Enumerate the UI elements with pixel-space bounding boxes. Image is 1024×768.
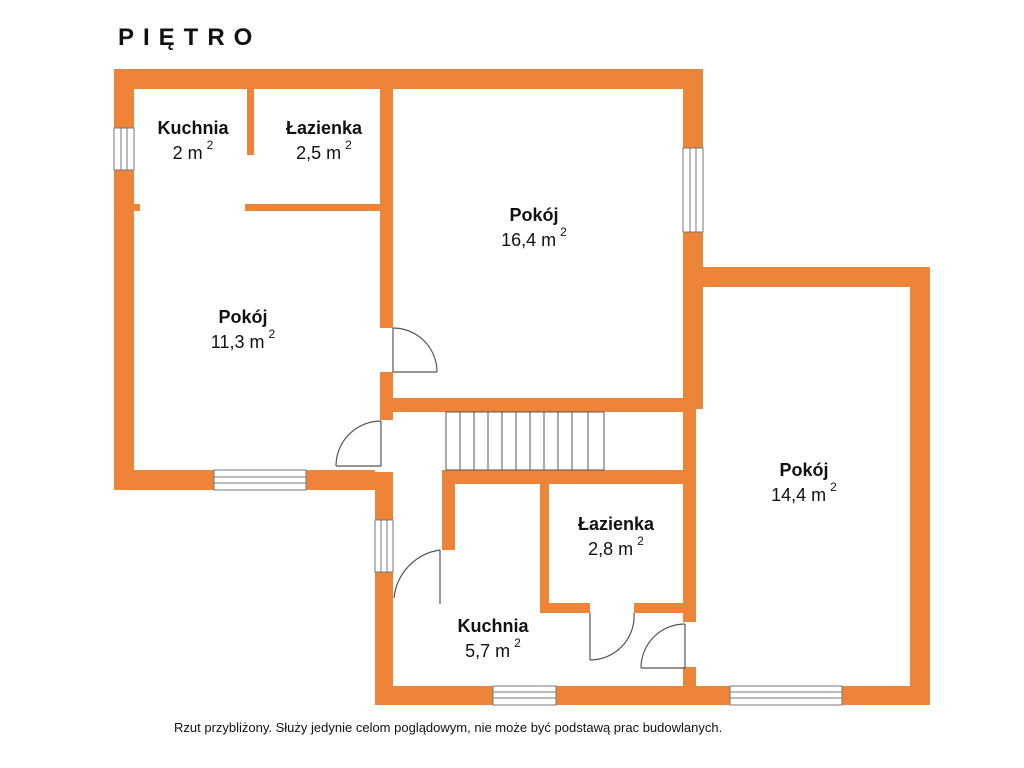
room-name: Kuchnia <box>457 616 529 636</box>
door-kuchnia <box>393 549 441 604</box>
wall-left <box>114 69 134 490</box>
room-name: Pokój <box>509 205 559 225</box>
room-name: Pokój <box>779 460 829 480</box>
disclaimer: Rzut przybliżony. Służy jedynie celom po… <box>174 720 723 735</box>
wall-stair-bottom <box>442 470 683 484</box>
window-bottom-left <box>213 469 307 491</box>
door-pokoj-14 <box>640 623 686 669</box>
wall-kitchen-bath <box>247 89 254 155</box>
door-pokoj-11 <box>335 420 382 467</box>
walls <box>114 69 930 705</box>
wall-right-top <box>683 267 930 287</box>
floor-title: PIĘTRO <box>118 24 262 51</box>
wall-bath-bottom <box>245 204 381 211</box>
door-gaps <box>375 328 696 667</box>
window-bottom-middle <box>492 685 557 706</box>
doors <box>335 327 686 669</box>
room-name: Pokój <box>218 307 268 327</box>
window-right-upper <box>682 147 704 233</box>
wall-bottom <box>375 686 930 705</box>
wall-right-far <box>910 267 930 705</box>
window-bottom-right <box>729 685 843 706</box>
room-name: Kuchnia <box>157 118 229 138</box>
door-lazienka <box>589 612 635 661</box>
wall-top-left <box>114 69 703 89</box>
window-lower-left <box>374 519 394 573</box>
room-name: Łazienka <box>285 118 363 138</box>
wall-bath-left <box>540 482 549 613</box>
wall-pokoj-bottom <box>393 398 683 412</box>
wall-right-inner <box>683 267 696 705</box>
wall-lower-left <box>375 470 393 705</box>
wall-kitchen-stub <box>134 204 140 211</box>
openings <box>113 127 843 706</box>
stairs <box>445 411 605 471</box>
window-left <box>113 127 135 171</box>
room-name: Łazienka <box>577 514 655 534</box>
door-pokoj-16 <box>392 327 438 373</box>
